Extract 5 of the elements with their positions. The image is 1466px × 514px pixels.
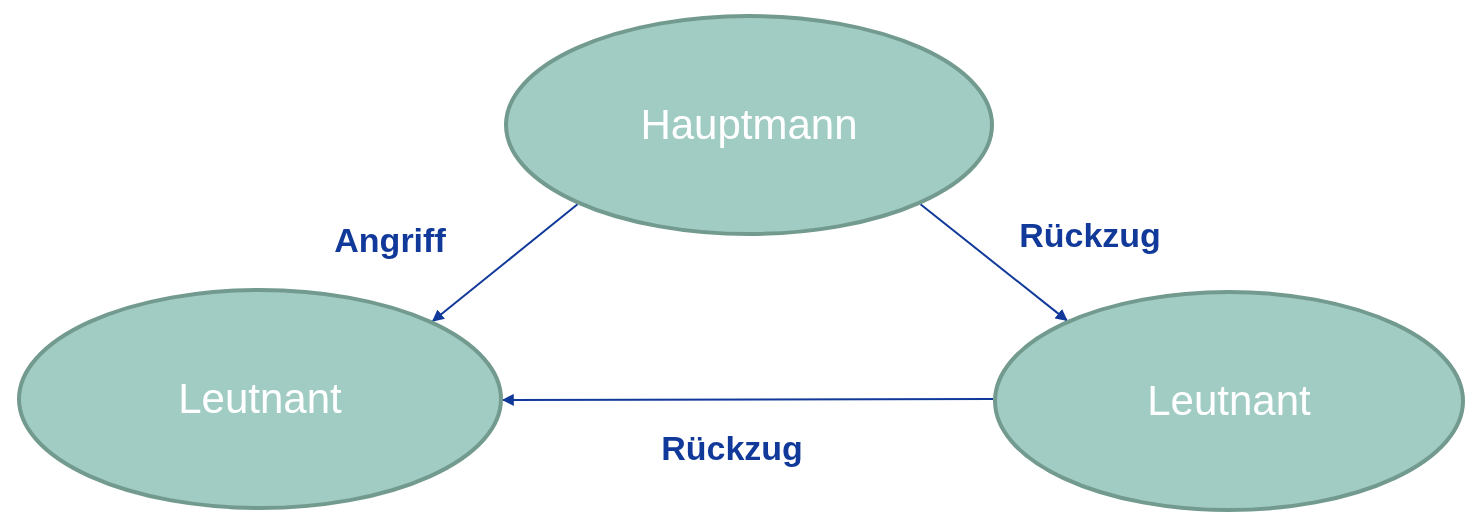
node-label: Leutnant [178,375,342,423]
node-label: Leutnant [1147,377,1311,425]
arrow [431,203,579,322]
arrow [919,203,1068,322]
node-label: Hauptmann [640,101,858,149]
